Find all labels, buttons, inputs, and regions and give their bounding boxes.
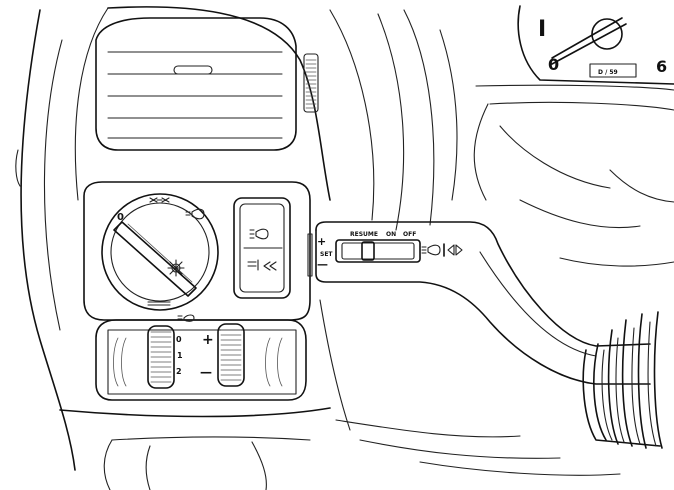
- gear-shift-boot: [582, 311, 663, 449]
- stalk-resume-label: RESUME: [350, 231, 378, 238]
- stalk-minus-label: —: [317, 258, 328, 271]
- stalk-off-label: OFF: [403, 231, 416, 238]
- headlight-position-zero: 0: [117, 212, 124, 223]
- instrument-gauge: I 0 6 D / 59: [517, 5, 674, 85]
- lower-control-panel: [95, 319, 307, 401]
- parking-light-icon: [149, 197, 170, 203]
- stalk-plus-label: +: [317, 235, 326, 248]
- dimmer-mark-1: 1: [177, 351, 183, 360]
- gauge-tick-six: 6: [656, 57, 667, 76]
- low-beam-icon: [185, 208, 205, 220]
- switch-panel: [83, 181, 311, 321]
- turn-signal-icon: [447, 244, 463, 256]
- vent-adjust-tab[interactable]: [173, 65, 213, 75]
- gauge-hub: [591, 18, 623, 50]
- vent-thumbwheel[interactable]: [303, 53, 319, 113]
- rear-fog-icon: [247, 259, 277, 271]
- dimmer-mark-2: 2: [176, 367, 182, 376]
- headlight-pointer-mark: [147, 301, 171, 306]
- cruise-slider-housing: [335, 239, 421, 263]
- high-beam-icon: [421, 243, 445, 257]
- cruise-control-stalk[interactable]: + SET — RESUME ON OFF: [307, 221, 651, 385]
- dimmer-light-icon: [177, 314, 195, 322]
- gauge-tick-upper: I: [538, 17, 546, 42]
- cruise-slider-knob[interactable]: [361, 241, 375, 261]
- headlight-knob-grip[interactable]: [113, 221, 197, 297]
- fog-light-icon: [167, 259, 185, 277]
- fog-light-switch[interactable]: [233, 197, 291, 299]
- range-plus-label: +: [202, 332, 214, 348]
- instrument-dimmer-wheel[interactable]: 0 1 2: [147, 314, 195, 389]
- gauge-tick-zero: 0: [548, 55, 559, 74]
- stalk-on-label: ON: [386, 231, 396, 238]
- headlight-switch[interactable]: 0: [101, 193, 219, 311]
- air-vent: [95, 17, 297, 151]
- stalk-set-label: SET: [320, 251, 333, 258]
- dashboard-outline: [15, 6, 674, 490]
- odometer-display: [589, 63, 637, 78]
- dimmer-mark-0: 0: [176, 335, 182, 344]
- headlight-range-wheel[interactable]: + —: [200, 323, 245, 387]
- odometer-reading: D / 59: [598, 69, 618, 76]
- gauge-needle: [551, 17, 627, 65]
- range-minus-label: —: [200, 365, 212, 379]
- front-fog-icon: [249, 228, 269, 240]
